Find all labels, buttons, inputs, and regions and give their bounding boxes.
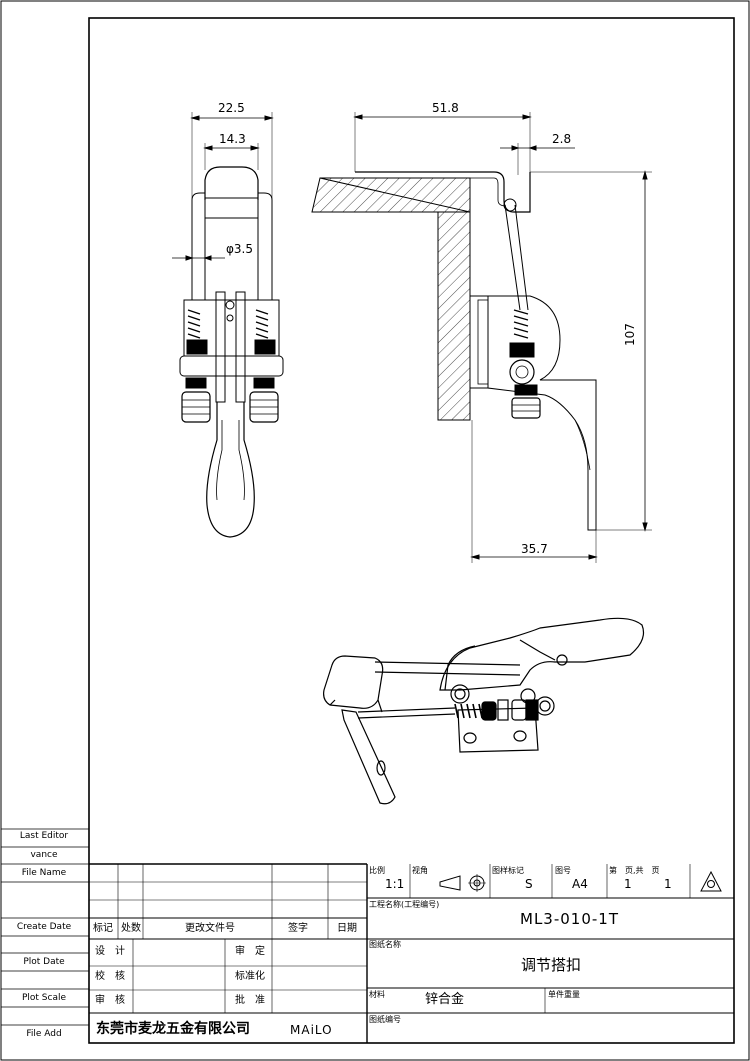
material-label: 材料	[369, 990, 385, 999]
title-block-grid	[89, 863, 734, 1043]
view-label: 视角	[412, 866, 428, 875]
file-name-label: File Name	[21, 868, 67, 878]
rev-sign-header: 签字	[288, 923, 308, 934]
dim-side-base: 35.7	[521, 542, 548, 556]
drawing-name-label: 图纸名称	[369, 940, 401, 949]
inner-border	[88, 17, 735, 1044]
approve-label: 批 准	[235, 995, 265, 1006]
side-view	[311, 112, 652, 563]
material-value: 锌合金	[425, 992, 465, 1007]
standard-label: 标准化	[235, 971, 265, 982]
dim-front-width-outer: 22.5	[218, 101, 245, 115]
company-name: 东莞市麦龙五金有限公司	[96, 1021, 250, 1037]
file-add-label: File Add	[26, 1029, 62, 1039]
drawing-no-label: 图纸编号	[369, 1015, 401, 1024]
check-label: 校 核	[95, 971, 125, 982]
rev-doc-header: 更改文件号	[185, 923, 235, 934]
project-label: 工程名称(工程编号)	[369, 900, 440, 909]
projection-symbol-icon	[439, 874, 486, 892]
sample-value: S	[525, 877, 533, 891]
page-label: 第 页,共 页	[609, 866, 660, 875]
isometric-view	[323, 617, 645, 805]
audit-label: 审 核	[95, 995, 125, 1006]
dim-side-length: 51.8	[432, 101, 459, 115]
company-logo: MAiLO	[290, 1023, 333, 1037]
project-value: ML3-010-1T	[520, 910, 620, 928]
revision-triangle-icon	[700, 870, 722, 892]
plot-scale-label: Plot Scale	[21, 993, 67, 1003]
review-label: 审 定	[235, 946, 265, 957]
weight-label: 单件重量	[548, 990, 580, 999]
dim-side-height: 107	[623, 323, 637, 346]
dim-side-offset: 2.8	[552, 132, 572, 146]
create-date-label: Create Date	[16, 922, 72, 932]
scale-label: 比例	[369, 866, 385, 875]
last-editor-label: Last Editor	[19, 831, 69, 841]
sheet-value: A4	[572, 877, 588, 891]
plot-date-label: Plot Date	[23, 957, 65, 967]
page-total: 1	[664, 877, 672, 891]
rev-mark-header: 标记	[93, 923, 113, 934]
design-label: 设 计	[95, 946, 125, 957]
dim-rod-diameter: φ3.5	[226, 242, 253, 256]
scale-value: 1:1	[385, 877, 405, 891]
editor-name: vance	[30, 850, 58, 860]
sheet-label: 图号	[555, 866, 571, 875]
side-label-table	[1, 828, 89, 1026]
rev-count-header: 处数	[121, 923, 141, 934]
dim-front-width-inner: 14.3	[219, 132, 246, 146]
front-view	[172, 112, 284, 538]
sample-label: 图样标记	[492, 866, 524, 875]
rev-date-header: 日期	[337, 923, 357, 934]
page-current: 1	[624, 877, 632, 891]
drawing-name-value: 调节搭扣	[521, 956, 582, 974]
